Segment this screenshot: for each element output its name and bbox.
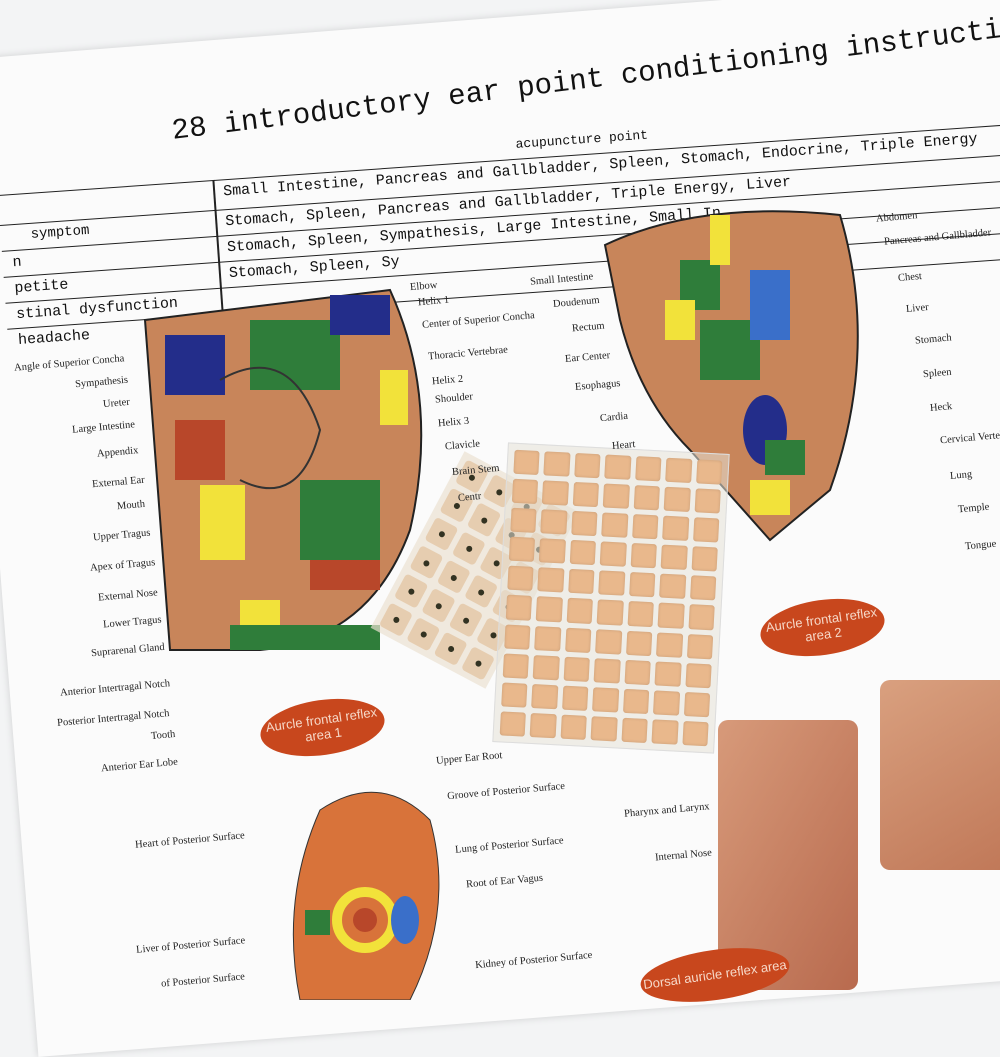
tape-patch xyxy=(539,538,566,564)
tape-patch xyxy=(689,575,717,601)
tape-patch xyxy=(534,625,562,652)
tape-patch xyxy=(513,449,541,476)
tape-patch xyxy=(536,596,563,623)
seed-patch xyxy=(421,588,456,624)
tape-patch xyxy=(540,509,568,535)
tape-patch xyxy=(625,630,653,656)
posterior-ear-diagram xyxy=(292,791,440,1000)
point-label: Centr xyxy=(457,491,482,504)
point-label: Heck xyxy=(929,401,953,414)
tape-patch xyxy=(634,456,662,482)
tape-patch xyxy=(531,683,559,710)
tape-patch xyxy=(571,511,598,537)
tape-patch xyxy=(688,604,715,630)
tape-patch xyxy=(651,719,679,745)
tape-patch xyxy=(502,653,530,679)
tape-patch xyxy=(508,536,536,563)
tape-patch xyxy=(598,570,626,597)
tape-patch xyxy=(590,716,618,742)
tape-patch xyxy=(663,486,691,513)
tape-patch xyxy=(596,599,624,626)
seed-patch xyxy=(466,502,502,538)
tape-patch xyxy=(501,682,528,708)
seed-patch xyxy=(451,530,487,566)
tape-patch xyxy=(692,517,720,543)
right-ear-diagram xyxy=(603,210,859,542)
tape-patch xyxy=(568,569,595,595)
seed-patch xyxy=(393,573,429,609)
ear-photo xyxy=(718,720,858,990)
seed-patch xyxy=(406,616,441,652)
tape-patch xyxy=(683,691,711,718)
tape-patch xyxy=(630,543,657,569)
tape-patch xyxy=(564,627,592,653)
tape-patch xyxy=(627,601,654,627)
point-label: Tooth xyxy=(150,728,176,743)
tape-patch xyxy=(530,712,557,739)
tape-patch xyxy=(566,598,594,624)
point-label: Chest xyxy=(897,270,923,285)
tape-patch xyxy=(604,454,632,480)
tape-patch xyxy=(505,595,533,621)
tape-patch xyxy=(601,512,629,539)
tape-patch xyxy=(533,654,560,681)
seed-patch xyxy=(463,574,499,610)
point-label: Heart xyxy=(611,439,636,452)
point-label: Elbow xyxy=(409,279,438,294)
tape-patch xyxy=(563,656,591,682)
seed-patch xyxy=(436,559,471,595)
seed-patch xyxy=(460,645,496,681)
ear-tape-sheet xyxy=(492,442,730,754)
tape-patch xyxy=(599,541,627,568)
tape-patch xyxy=(510,507,537,534)
tape-patch xyxy=(691,546,718,572)
tape-patch xyxy=(602,483,630,509)
tape-patch xyxy=(631,514,659,540)
tape-patch xyxy=(560,714,588,740)
tape-patch xyxy=(561,685,589,711)
tape-patch xyxy=(543,451,571,477)
tape-patch xyxy=(572,481,600,508)
tape-patch xyxy=(656,632,683,658)
tape-patch xyxy=(654,661,682,687)
ear-photo xyxy=(880,680,1000,870)
tape-patch xyxy=(569,540,597,566)
tape-patch xyxy=(499,711,527,737)
tape-patch xyxy=(542,480,569,506)
tape-patch xyxy=(624,659,651,685)
left-ear-diagram xyxy=(143,288,423,651)
seed-patch xyxy=(378,602,414,638)
seed-patch xyxy=(409,544,444,580)
tape-patch xyxy=(662,515,689,542)
tape-patch xyxy=(660,544,688,571)
tape-patch xyxy=(686,633,714,660)
point-label: Ureter xyxy=(102,396,131,411)
tape-patch xyxy=(695,459,723,485)
tape-patch xyxy=(537,567,565,593)
tape-patch xyxy=(653,690,680,716)
tape-patch xyxy=(507,565,534,592)
tape-patch xyxy=(665,457,692,484)
seed-patch xyxy=(424,516,459,552)
tape-patch xyxy=(595,628,623,655)
tape-patch xyxy=(622,688,650,714)
seed-patch xyxy=(433,631,468,667)
tape-patch xyxy=(621,717,648,744)
tape-patch xyxy=(592,686,619,713)
seed-patch xyxy=(448,602,484,638)
tape-patch xyxy=(685,662,712,689)
tape-patch xyxy=(511,478,539,505)
tape-patch xyxy=(681,720,709,747)
tape-patch xyxy=(593,657,621,684)
point-label: Liver xyxy=(905,302,930,315)
tape-patch xyxy=(628,572,656,598)
point-label: Lung xyxy=(949,469,973,482)
tape-patch xyxy=(504,624,531,650)
tape-patch xyxy=(657,602,685,629)
tape-patch xyxy=(574,452,601,479)
tape-patch xyxy=(694,488,721,514)
tape-patch xyxy=(633,485,661,511)
tape-patch xyxy=(659,573,686,600)
